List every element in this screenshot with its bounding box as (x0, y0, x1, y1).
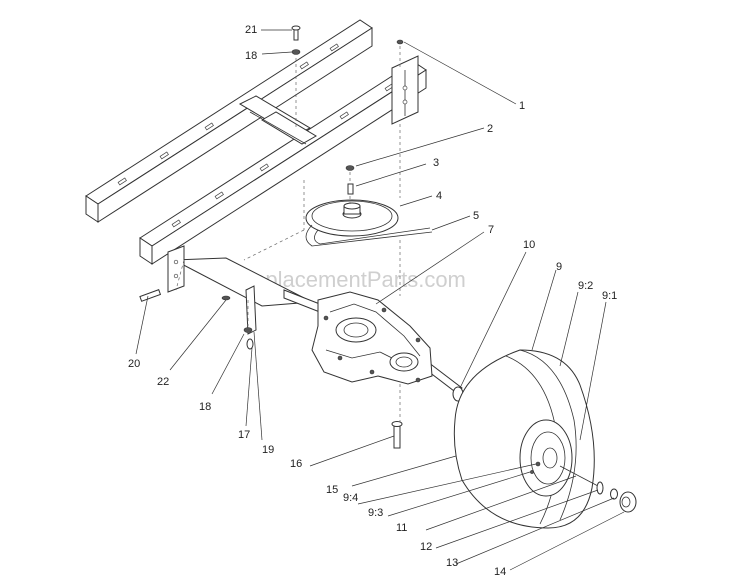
rail-holes (117, 43, 394, 228)
callout-9: 9 (556, 261, 562, 273)
callout-9-4: 9:4 (343, 492, 358, 504)
callout-5: 5 (473, 210, 479, 222)
callout-16: 16 (290, 458, 302, 470)
callout-13: 13 (446, 557, 458, 569)
callout-17: 17 (238, 429, 250, 441)
hardware (139, 25, 404, 449)
callout-14: 14 (494, 566, 506, 578)
leader-lines (135, 29, 625, 571)
callout-21: 21 (245, 24, 257, 36)
callout-2: 2 (487, 123, 493, 135)
callout-10: 10 (523, 239, 535, 251)
callout-7: 7 (488, 224, 494, 236)
callout-19: 19 (262, 444, 274, 456)
callout-18-lower: 18 (199, 401, 211, 413)
callout-labels: 1 2 3 4 5 7 9 9:1 9:2 9:3 9:4 10 11 12 1… (128, 24, 617, 578)
callout-9-2: 9:2 (578, 280, 593, 292)
callout-22: 22 (157, 376, 169, 388)
callout-11: 11 (396, 522, 407, 534)
alignment-lines (175, 46, 401, 422)
callout-1: 1 (519, 100, 525, 112)
callout-9-3: 9:3 (368, 507, 383, 519)
callout-18-top: 18 (245, 50, 257, 62)
tire-wheel (453, 349, 637, 529)
callout-12: 12 (420, 541, 432, 553)
callout-15: 15 (326, 484, 338, 496)
mounting-plate (167, 245, 314, 335)
callout-4: 4 (436, 190, 442, 202)
callout-20: 20 (128, 358, 140, 370)
callout-9-1: 9:1 (602, 290, 617, 302)
callout-3: 3 (433, 157, 439, 169)
transaxle (283, 289, 464, 402)
frame-rails (85, 19, 427, 265)
pulley-assembly (305, 165, 433, 247)
